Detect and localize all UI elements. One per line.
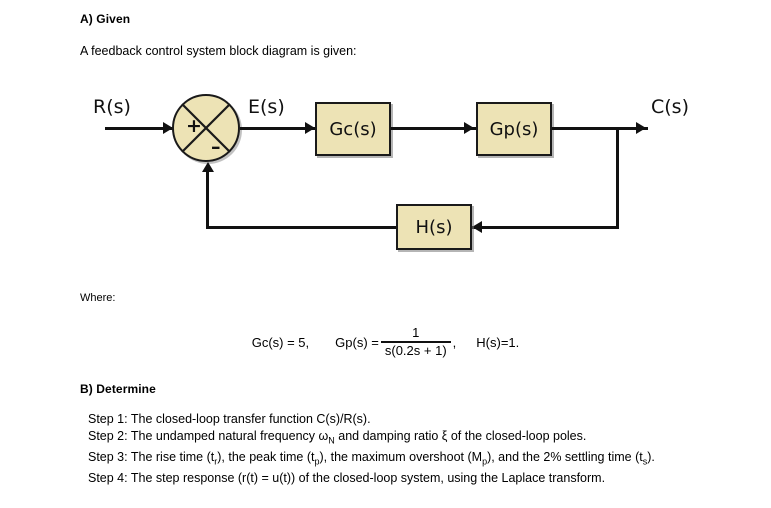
input-signal-label: R(s) (93, 96, 131, 118)
feedback-block: H(s) (396, 204, 472, 250)
given-intro-text: A feedback control system block diagram … (80, 44, 357, 58)
step-item-1: Step 1: The closed-loop transfer functio… (88, 411, 748, 428)
wire-feedback-vertical-up (206, 170, 209, 228)
step-item-4: Step 4: The step response (r(t) = u(t)) … (88, 470, 748, 487)
section-a-heading: A) Given (80, 12, 131, 26)
wire-output-to-feedback-block (472, 226, 619, 229)
step-3-subscript-a: r (214, 456, 218, 466)
wire-feedback-takeoff-vertical (616, 127, 619, 229)
summing-junction (172, 94, 240, 162)
equation-gp-comma: , (452, 334, 457, 350)
step-1-prefix: Step 1: (88, 412, 128, 426)
step-3-text-b: ), the peak time (t (217, 449, 315, 464)
output-signal-label: C(s) (651, 96, 689, 118)
step-3-subscript-d: s (642, 456, 648, 466)
equation-gp-fraction: 1 s(0.2s + 1) (380, 325, 451, 359)
equation-gp-label: Gp(s) = (335, 334, 379, 350)
equation-gc: Gc(s) = 5, (251, 334, 310, 350)
wire-feedback-block-to-left (206, 226, 396, 229)
arrowhead-feedback-into-sum (202, 162, 214, 172)
arrowhead-into-feedback-block (472, 221, 482, 233)
arrowhead-input-to-sum (163, 122, 173, 134)
equations-inline-group: Gc(s) = 5, Gp(s) = 1 s(0.2s + 1) , H(s)=… (251, 325, 520, 359)
wire-controller-to-plant (391, 127, 476, 130)
equation-h: H(s)=1. (476, 334, 520, 350)
wire-input-to-sum (105, 127, 177, 130)
controller-block: Gc(s) (315, 102, 391, 156)
controller-block-label: Gc(s) (329, 118, 377, 140)
wire-sum-to-controller (240, 127, 318, 130)
equation-gp-numerator: 1 (412, 325, 420, 340)
equation-gp-fraction-bar (380, 341, 451, 344)
step-3-subscript-c: p (482, 456, 488, 466)
plant-block-label: Gp(s) (489, 118, 539, 140)
equations-row: Gc(s) = 5, Gp(s) = 1 s(0.2s + 1) , H(s)=… (0, 325, 771, 359)
step-3-text-e: ). (647, 449, 655, 464)
wire-plant-to-output (552, 127, 648, 130)
sum-plus-sign: + (186, 115, 202, 137)
step-2-text-b: and damping ratio ξ of the closed-loop p… (334, 428, 587, 443)
step-2-prefix: Step 2: (88, 428, 128, 443)
error-signal-label: E(s) (248, 96, 285, 118)
step-4-prefix: Step 4: (88, 470, 128, 485)
step-1-text: The closed-loop transfer function C(s)/R… (127, 412, 371, 426)
step-2-subscript-a: N (328, 435, 335, 445)
step-3-prefix: Step 3: (88, 449, 128, 464)
block-diagram: R(s) + – E(s) Gc(s) Gp(s) C( (80, 88, 700, 268)
summing-junction-cross-icon (181, 103, 231, 153)
plant-block: Gp(s) (476, 102, 552, 156)
feedback-block-label: H(s) (415, 216, 453, 238)
step-3-text-d: ), and the 2% settling time (t (487, 449, 643, 464)
arrowhead-sum-to-controller (305, 122, 315, 134)
where-label: Where: (80, 292, 116, 304)
section-b-heading: B) Determine (80, 382, 156, 396)
arrowhead-controller-to-plant (464, 122, 474, 134)
step-2-text-a: The undamped natural frequency ω (127, 428, 329, 443)
step-3-subscript-b: p (314, 456, 320, 466)
step-4-text: The step response (r(t) = u(t)) of the c… (127, 470, 606, 485)
steps-list: Step 1: The closed-loop transfer functio… (88, 411, 748, 486)
step-item-3: Step 3: The rise time (tr), the peak tim… (88, 449, 748, 470)
step-3-text-c: ), the maximum overshoot (M (319, 449, 483, 464)
sum-minus-sign: – (211, 136, 221, 158)
step-3-text-a: The rise time (t (127, 449, 215, 464)
arrowhead-output (636, 122, 646, 134)
equation-gp-denominator: s(0.2s + 1) (384, 343, 447, 359)
step-item-2: Step 2: The undamped natural frequency ω… (88, 428, 748, 449)
